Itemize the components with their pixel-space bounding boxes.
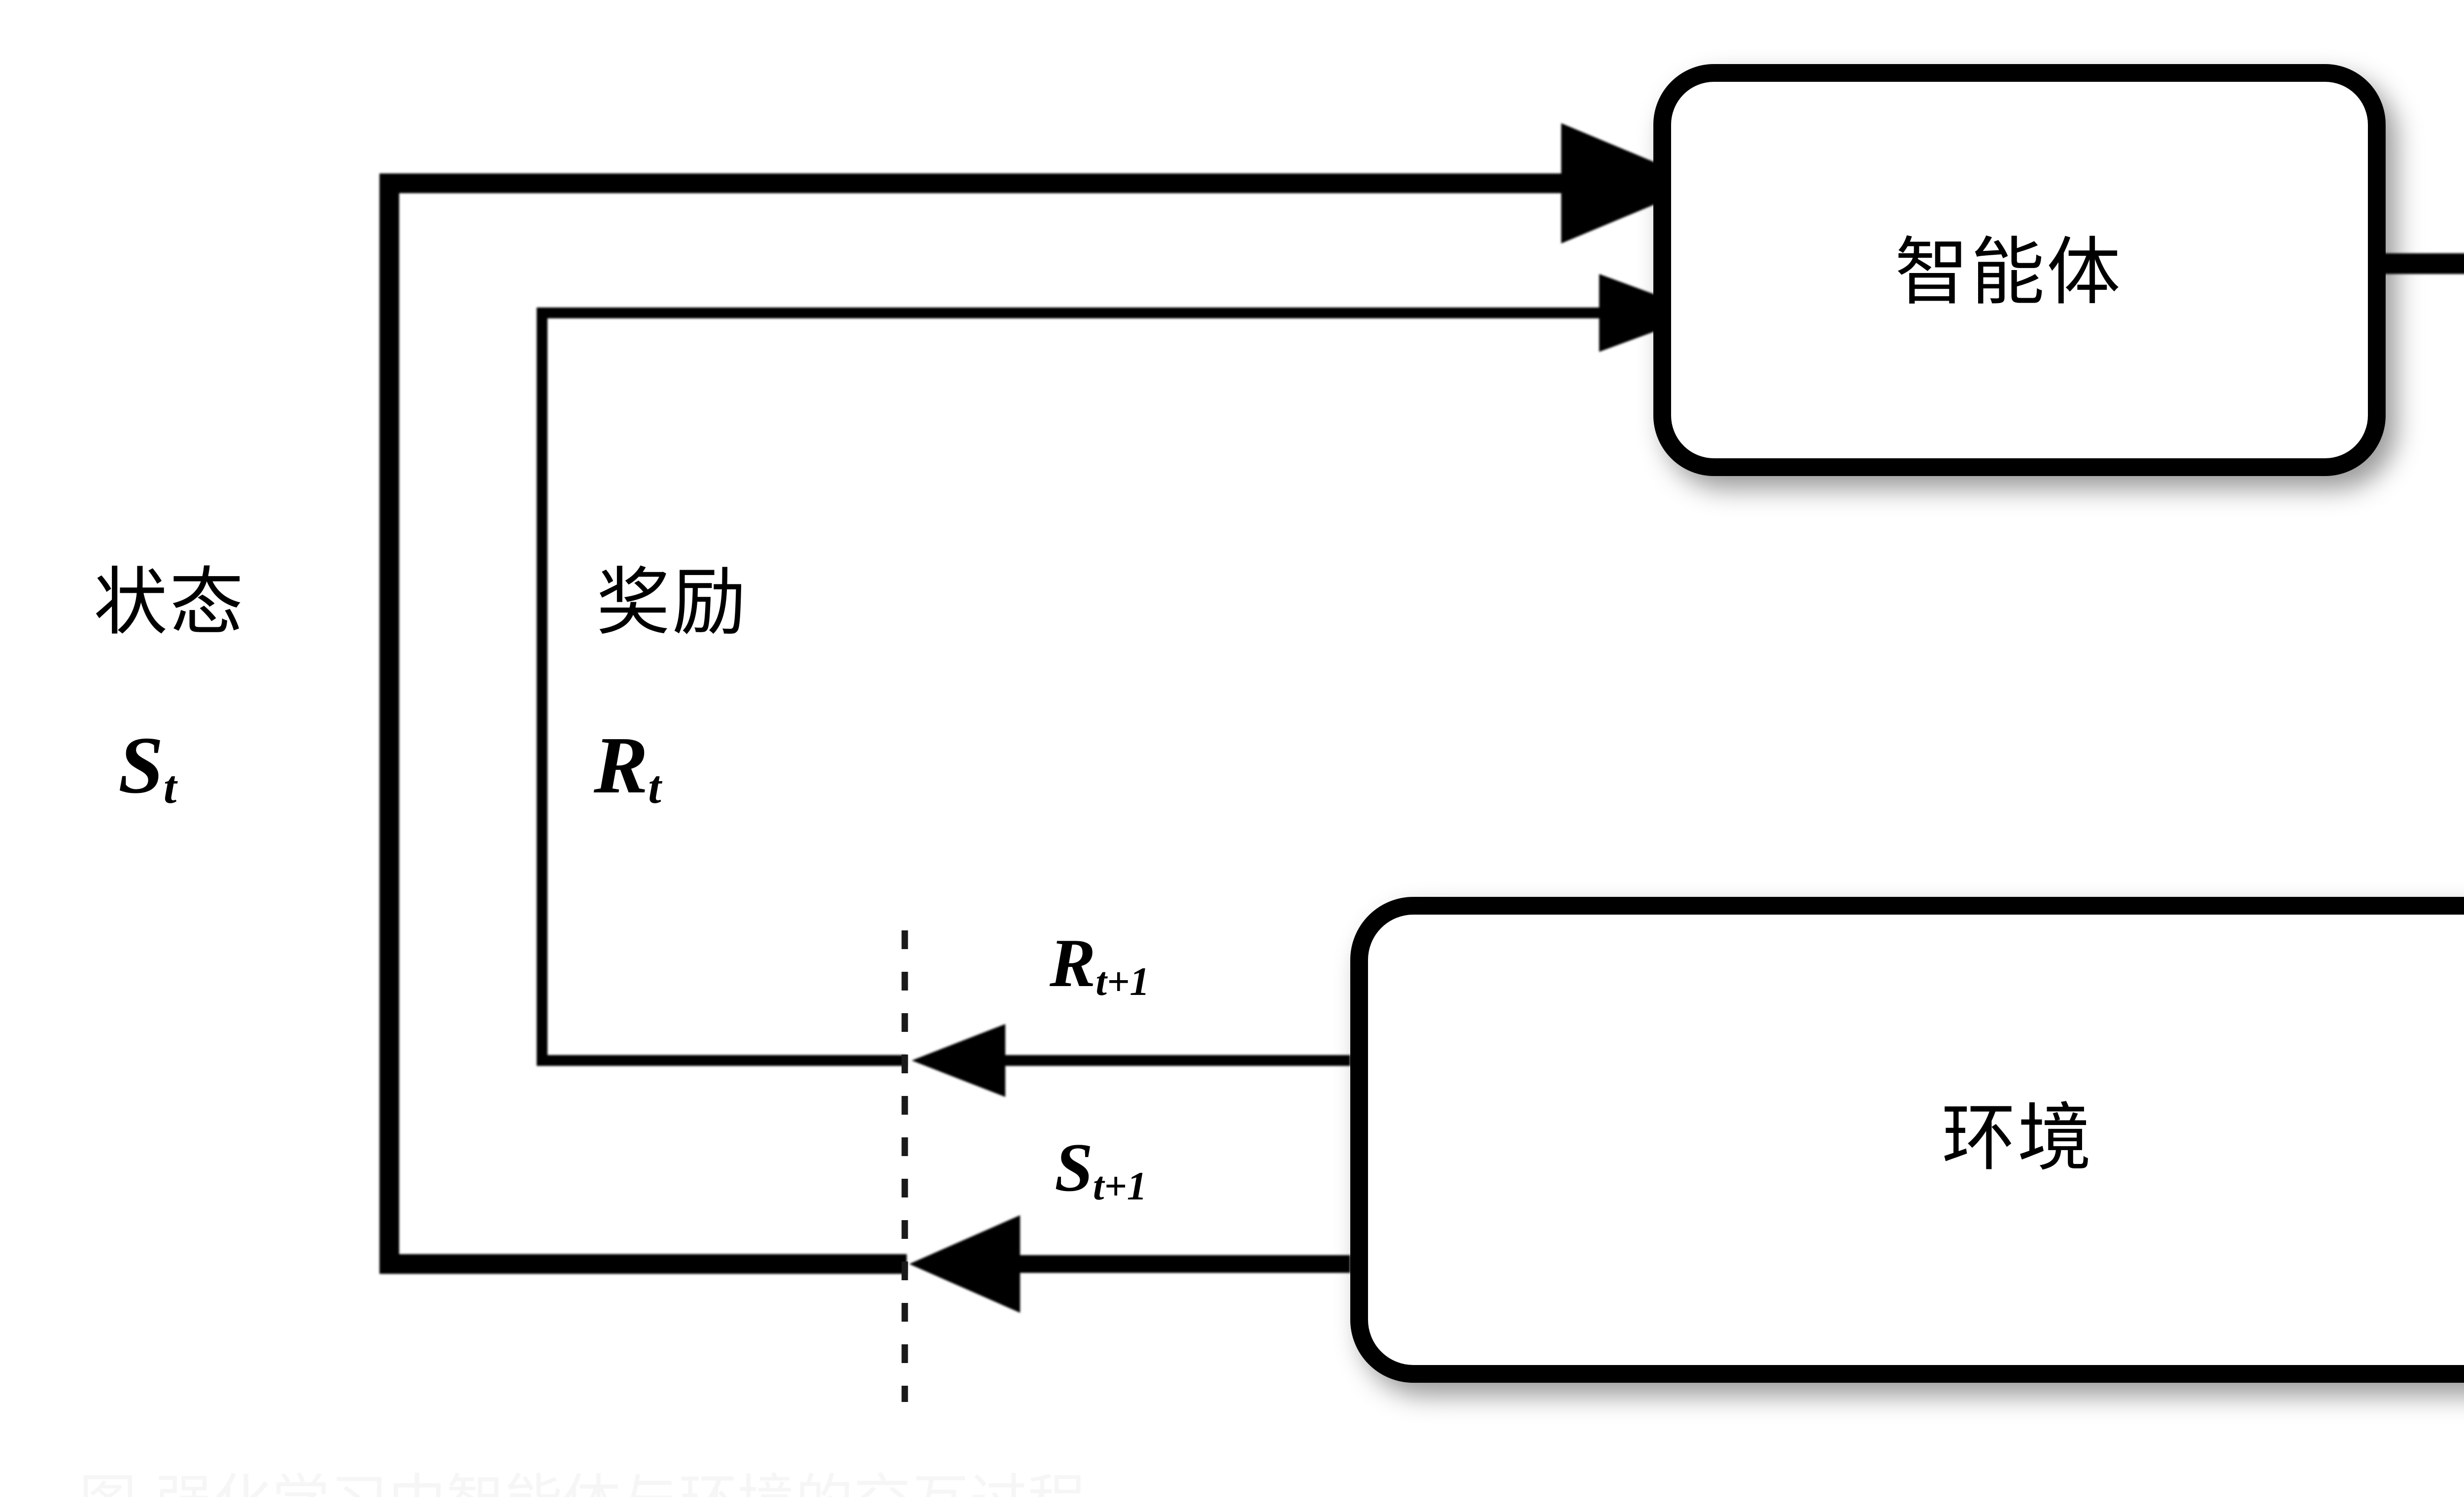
environment-node-label: 环境 (1942, 1095, 2094, 1181)
next-state-symbol-subscript: t+1 (1093, 1163, 1147, 1208)
reward-label-cn: 奖励 (596, 560, 749, 646)
state-feedback-path (379, 123, 1705, 1274)
caption-remnant: 图 强化学习中智能体与环境的交互过程 (79, 1472, 1705, 1497)
reward-symbol-base: R (594, 720, 649, 810)
state-label-cn: 状态 (94, 560, 246, 646)
state-symbol-subscript: t (163, 761, 177, 814)
next-state-arrow (909, 1215, 1350, 1313)
next-reward-symbol-base: R (1050, 925, 1096, 1001)
next-state-symbol: St+1 (1055, 1133, 1147, 1206)
next-state-symbol-base: S (1055, 1129, 1093, 1206)
reward-symbol-subscript: t (648, 761, 661, 814)
environment-node[interactable] (1350, 897, 2464, 1383)
next-reward-symbol-subscript: t+1 (1095, 959, 1150, 1004)
state-symbol: St (118, 724, 176, 811)
agent-node-label: 智能体 (1895, 230, 2123, 315)
reward-feedback-path (537, 274, 1705, 1066)
next-reward-arrow (912, 1024, 1350, 1097)
next-reward-symbol: Rt+1 (1050, 929, 1150, 1002)
state-symbol-base: S (118, 720, 164, 810)
agent-node[interactable] (1653, 64, 2386, 476)
reward-symbol: Rt (594, 724, 661, 811)
